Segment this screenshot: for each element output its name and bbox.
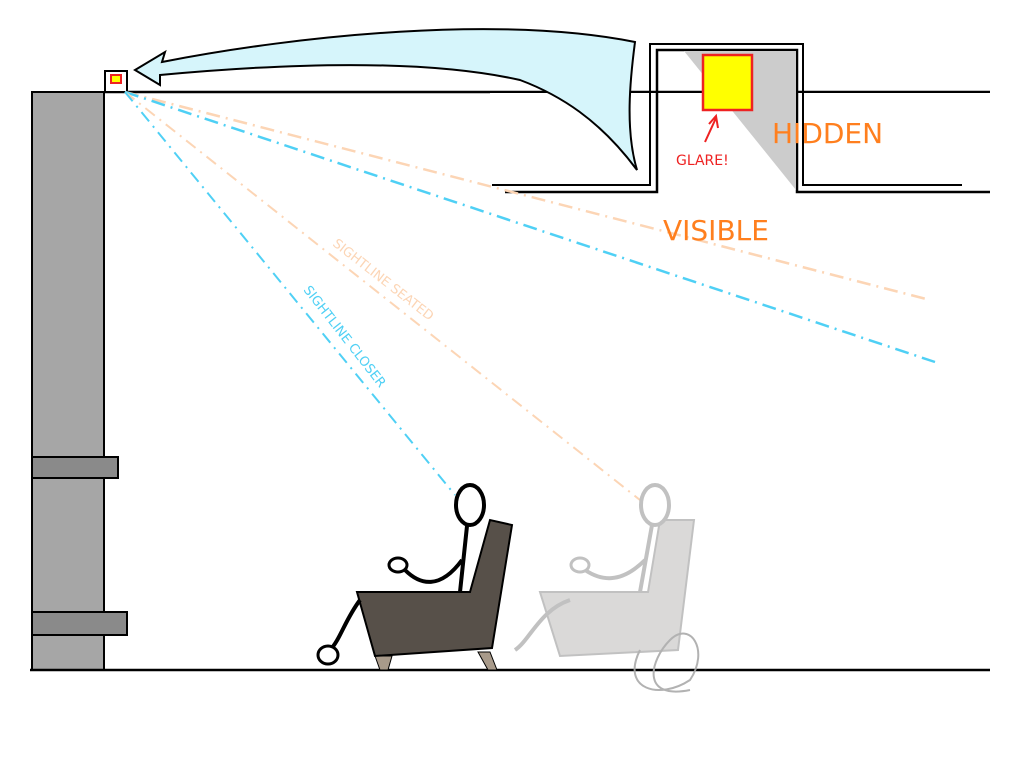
sightline-seated-to-viewer: [124, 91, 641, 501]
sightline-seated-line: [124, 90, 931, 302]
seated-viewer-close: [316, 483, 514, 671]
visible-label: VISIBLE: [663, 214, 769, 247]
sightline-closer-label: SIGHTLINE CLOSER: [300, 283, 389, 390]
shelf-upper: [31, 456, 119, 479]
screen-glare-marker: [110, 74, 122, 84]
glare-pointer-icon: [704, 113, 719, 143]
seated-viewer-far: [513, 483, 700, 693]
sightline-seated-label: SIGHTLINE SEATED: [330, 236, 437, 324]
wall-column: [31, 91, 105, 671]
glare-label: GLARE!: [676, 153, 729, 169]
shelf-lower: [31, 611, 128, 636]
hidden-label: HIDDEN: [772, 117, 883, 150]
sightline-closer-line: [124, 90, 936, 364]
skylight-glare-window: [701, 53, 754, 112]
signature-scribble: [633, 632, 700, 693]
reflection-arrow-icon: [133, 28, 638, 171]
sightline-closer-to-viewer: [124, 91, 456, 496]
